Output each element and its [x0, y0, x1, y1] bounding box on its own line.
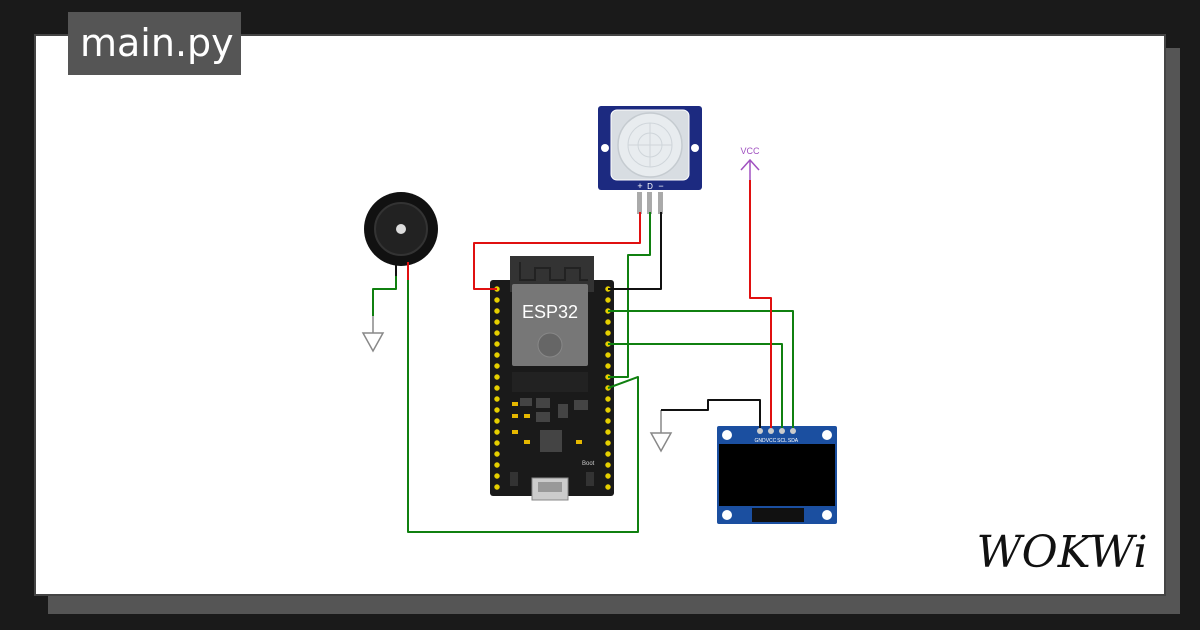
vcc-symbol: VCC: [740, 146, 760, 180]
ground-symbol-oled: [649, 410, 673, 453]
pir-sensor[interactable]: + D −: [598, 106, 702, 214]
vcc-label: VCC: [740, 146, 760, 156]
wire-oled-gnd[interactable]: [661, 399, 761, 428]
pir-pin-label-d: D: [647, 182, 653, 191]
oled-pin-sda: SDA: [788, 438, 799, 444]
oled-screen: [719, 444, 835, 506]
oled-pin-gnd: GND: [754, 438, 766, 444]
esp32-board[interactable]: ESP32 Boot: [490, 256, 614, 501]
pir-pin-label-gnd: −: [658, 181, 663, 191]
wire-buzzer-gnd[interactable]: [372, 276, 397, 316]
file-tab-main-py[interactable]: main.py: [68, 12, 241, 75]
wire-oled-scl[interactable]: [608, 343, 783, 428]
en-button[interactable]: [510, 472, 518, 486]
oled-pin-vcc: VCC: [766, 438, 777, 444]
esp32-label: ESP32: [522, 302, 578, 322]
wire-oled-vcc[interactable]: [749, 180, 772, 428]
boot-label: Boot: [582, 461, 595, 467]
buzzer[interactable]: [364, 192, 438, 276]
wokwi-logo: WOKWi: [976, 527, 1147, 578]
ground-symbol-buzzer: [361, 316, 385, 353]
wire-oled-sda[interactable]: [608, 310, 794, 428]
wire-pir-gnd[interactable]: [608, 212, 662, 290]
wire-buzzer-signal[interactable]: [407, 276, 639, 533]
wire-pir-signal[interactable]: [608, 212, 651, 378]
oled-display[interactable]: GND VCC SCL SDA: [717, 426, 837, 524]
oled-pin-scl: SCL: [777, 438, 787, 444]
boot-button[interactable]: [586, 472, 594, 486]
wire-pir-vcc[interactable]: [473, 212, 641, 290]
espressif-logo-icon: [537, 332, 563, 358]
pir-pin-label-vcc: +: [637, 181, 642, 191]
